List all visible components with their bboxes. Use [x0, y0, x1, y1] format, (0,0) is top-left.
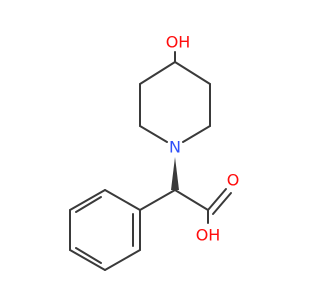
acid-hydroxyl-label: OH [196, 226, 221, 245]
hydroxyl-oxygen-label: OH [166, 33, 191, 52]
bond-calpha-ccooh [174, 189, 209, 211]
bond-c4-c5 [174, 61, 211, 85]
carbonyl-double-bond [207, 188, 232, 215]
chemical-structure: OH N O OH [69, 33, 240, 271]
bond-c2-n [139, 125, 168, 143]
piperidine-ring [139, 61, 211, 143]
ring-nitrogen-label: N [169, 138, 181, 157]
bond-c6-n [182, 125, 211, 143]
carbonyl-oxygen-label: O [227, 171, 240, 190]
stereo-wedge-bond [171, 157, 179, 190]
phenyl-ring [69, 189, 141, 271]
bond-calpha-phenyl [139, 189, 176, 211]
bond-c4-c3 [139, 61, 176, 85]
